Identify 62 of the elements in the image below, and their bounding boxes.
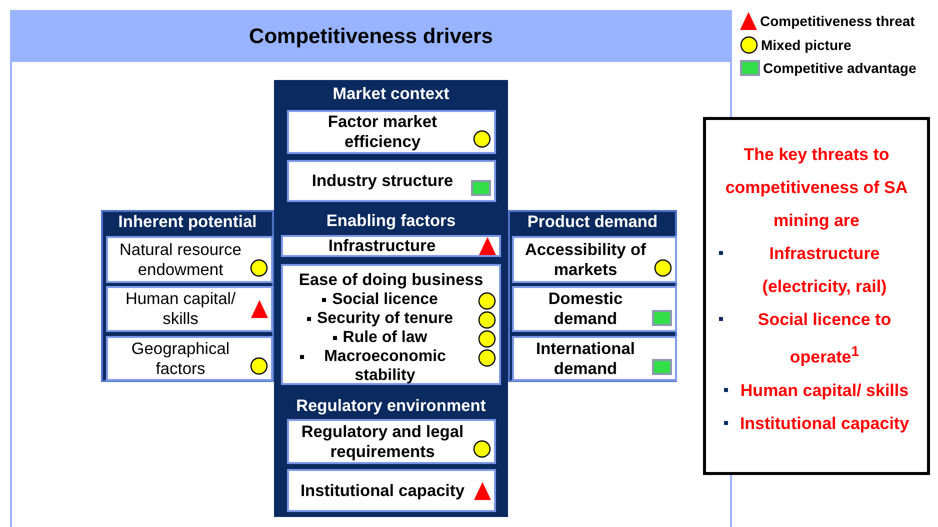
category-box	[274, 392, 508, 517]
threat-item: Institutional capacity	[740, 412, 910, 435]
factor-item: Security of tenure	[316, 309, 454, 328]
circle-icon	[473, 130, 491, 148]
factor-label: Natural resource endowment	[118, 240, 242, 280]
circle-icon	[478, 292, 496, 310]
factor-label: Infrastructure	[328, 236, 436, 256]
factor-label: Regulatory and legal requirements	[300, 422, 465, 462]
factor-box	[512, 236, 677, 283]
square-icon	[471, 180, 491, 196]
threat-item: Infrastructure (electricity, rail)	[761, 243, 888, 298]
threat-item: Social licence to operate$^{1}$	[756, 309, 892, 369]
factor-heading: Ease of doing business	[298, 270, 484, 290]
category-title: Market context	[332, 84, 450, 104]
factor-box	[512, 336, 677, 381]
factor-box	[106, 286, 273, 332]
category-box	[101, 210, 274, 382]
triangle-icon	[474, 482, 491, 500]
factor-label: Accessibility of markets	[524, 240, 648, 280]
square-icon	[652, 359, 672, 375]
category-title: Regulatory environment	[295, 396, 487, 416]
panel-heading: Competitiveness drivers	[12, 12, 730, 62]
triangle-icon	[479, 237, 496, 255]
factor-box	[287, 160, 496, 202]
factor-label: International demand	[534, 338, 636, 378]
factor-item: Rule of law	[342, 328, 428, 347]
factor-label: Factor market efficiency	[326, 112, 438, 152]
legend-label: Competitive advantage	[763, 60, 916, 76]
factor-box	[287, 469, 496, 512]
circle-icon	[473, 440, 491, 458]
factor-box	[106, 236, 273, 283]
category-box	[508, 210, 677, 382]
factor-label: Geographical factors	[130, 338, 231, 378]
triangle-icon	[251, 300, 268, 318]
category-title: Inherent potential	[117, 212, 258, 232]
factor-box	[287, 419, 496, 464]
category-title: Product demand	[526, 212, 659, 232]
legend-label: Mixed picture	[761, 37, 852, 53]
factor-item: Social licence	[332, 290, 438, 309]
factor-box	[281, 264, 501, 385]
factor-item: Macroeconomic stability	[323, 347, 447, 385]
threat-item: Human capital/ skills	[740, 380, 909, 402]
circle-icon	[478, 349, 496, 367]
factor-box	[106, 336, 273, 381]
circle-icon	[478, 311, 496, 329]
callout-heading: The key threats to competitiveness of SA mining are	[724, 144, 909, 232]
circle-icon	[250, 357, 268, 375]
factor-label: Human capital/ skills	[124, 289, 237, 329]
square-icon	[652, 310, 672, 326]
circle-icon	[654, 259, 672, 277]
circle-icon	[250, 259, 268, 277]
factor-label: Domestic demand	[547, 289, 624, 329]
factor-box	[512, 286, 677, 332]
factor-box	[281, 235, 501, 257]
circle-icon	[478, 330, 496, 348]
category-box	[274, 80, 508, 207]
category-title: Enabling factors	[325, 211, 457, 231]
callout-box	[703, 117, 930, 475]
factor-label: Industry structure	[312, 171, 454, 191]
factor-box	[287, 110, 496, 154]
legend-label: Competitiveness threat	[760, 13, 915, 29]
factor-label: Institutional capacity	[300, 480, 465, 500]
